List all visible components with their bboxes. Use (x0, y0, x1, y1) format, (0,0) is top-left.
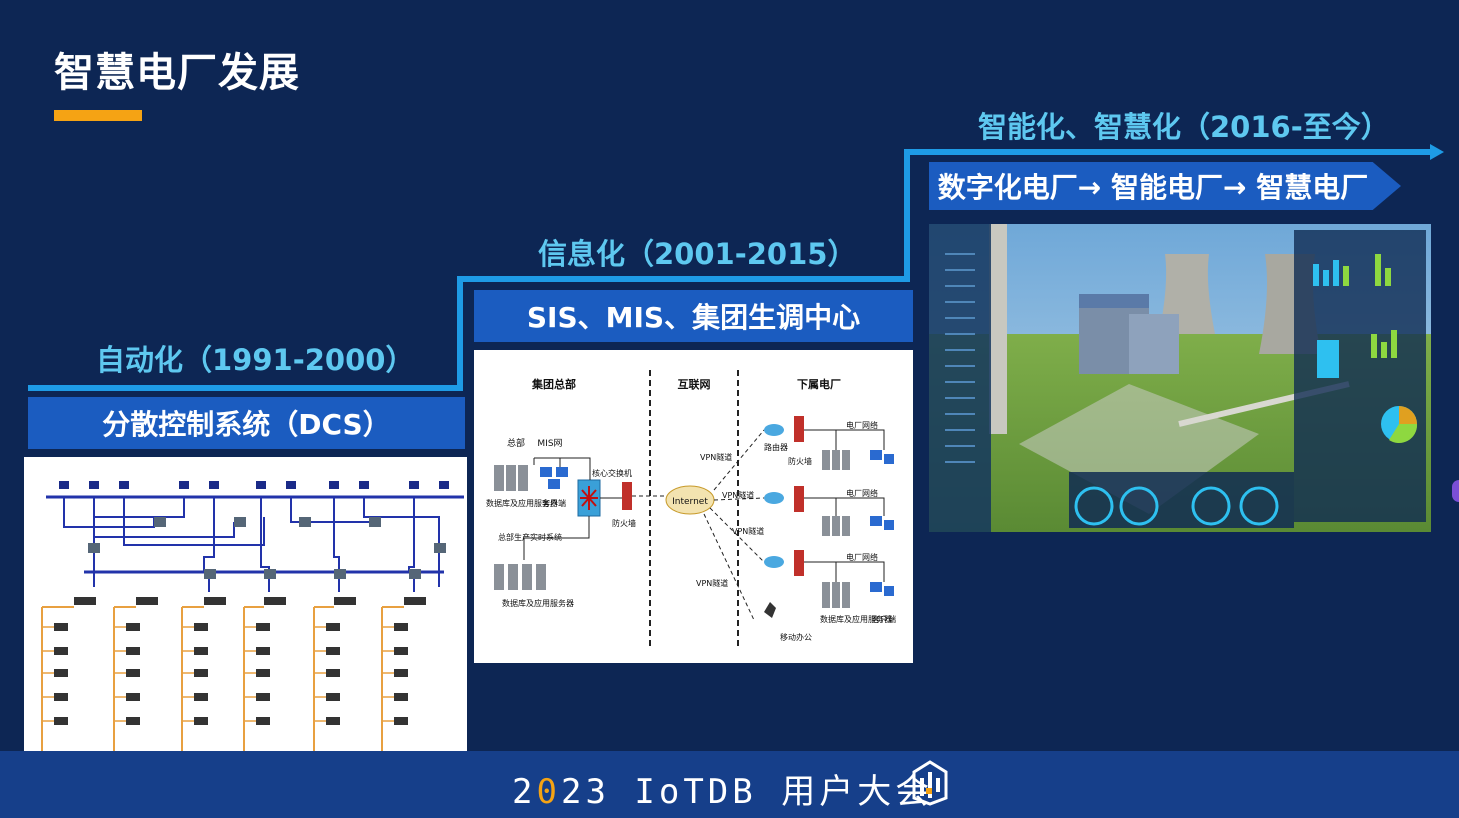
plant-db-server-label: 数据库及应用服务器 (820, 614, 892, 624)
vpn-tunnel-label-4: VPN隧道 (696, 578, 728, 588)
plant-firewall-label: 防火墙 (788, 456, 812, 466)
footer-year-c: 23 (560, 772, 610, 812)
banner-sis-mis: SIS、MIS、集团生调中心 (474, 290, 913, 342)
core-switch-label: 核心交换机 (592, 468, 632, 478)
title-underline (54, 110, 142, 121)
col-internet-label: 互联网 (678, 377, 711, 391)
vpn-tunnel-label-1: VPN隧道 (700, 452, 732, 462)
footer-bar (0, 751, 1459, 818)
stage-label-intelligent: 智能化、智慧化（2016-至今） (978, 110, 1390, 144)
iotdb-logo-icon (912, 760, 948, 806)
internet-cloud-label: Internet (672, 497, 708, 507)
realtime-system-label: 总部生产实时系统 (498, 532, 562, 542)
plant-network-label-1: 电厂网络 (846, 420, 878, 430)
smart-plant-dashboard-image (929, 224, 1431, 532)
stage-label-automation: 自动化（1991-2000） (96, 343, 415, 377)
mis-label: MIS网 (537, 438, 562, 449)
realtime-db-server-label: 数据库及应用服务器 (502, 598, 574, 608)
col-hq-label: 集团总部 (531, 377, 576, 391)
hq-label: 总部 (507, 437, 525, 449)
hq-db-server-label: 数据库及应用服务器 (486, 498, 558, 508)
footer-conference-title: 2023 IoTDB 用户大会 (512, 764, 933, 813)
hq-firewall-label: 防火墙 (612, 518, 636, 528)
plant-network-label-2: 电厂网络 (846, 488, 878, 498)
col-plants-label: 下属电厂 (797, 377, 841, 391)
footer-event-name: IoTDB 用户大会 (609, 772, 934, 812)
router-label: 路由器 (764, 442, 788, 452)
dcs-schematic-image (24, 457, 467, 765)
mobile-office-label: 移动办公 (780, 632, 812, 642)
hq-client-label: 客户端 (542, 498, 566, 508)
footer-year-a: 2 (512, 772, 537, 812)
footer-year-highlight: 0 (536, 772, 561, 812)
plant-network-label-3: 电厂网络 (846, 552, 878, 562)
banner-smart-plant: 数字化电厂→ 智能电厂→ 智慧电厂 (929, 162, 1401, 210)
page-title: 智慧电厂发展 (54, 50, 300, 96)
edge-marker-dot (1452, 480, 1459, 502)
network-topology-diagram: 集团总部 互联网 下属电厂 总部 MIS网 数据库及应用服务器 客户端 核心交换… (474, 350, 913, 663)
vpn-tunnel-label-3: VPN隧道 (732, 526, 764, 536)
plant-client-label: 客户端 (872, 614, 896, 624)
timeline-staircase (28, 144, 1444, 391)
vpn-tunnel-label-2: VPN隧道 (722, 490, 754, 500)
banner-dcs: 分散控制系统（DCS） (28, 397, 465, 449)
stage-label-informatization: 信息化（2001-2015） (538, 237, 857, 271)
